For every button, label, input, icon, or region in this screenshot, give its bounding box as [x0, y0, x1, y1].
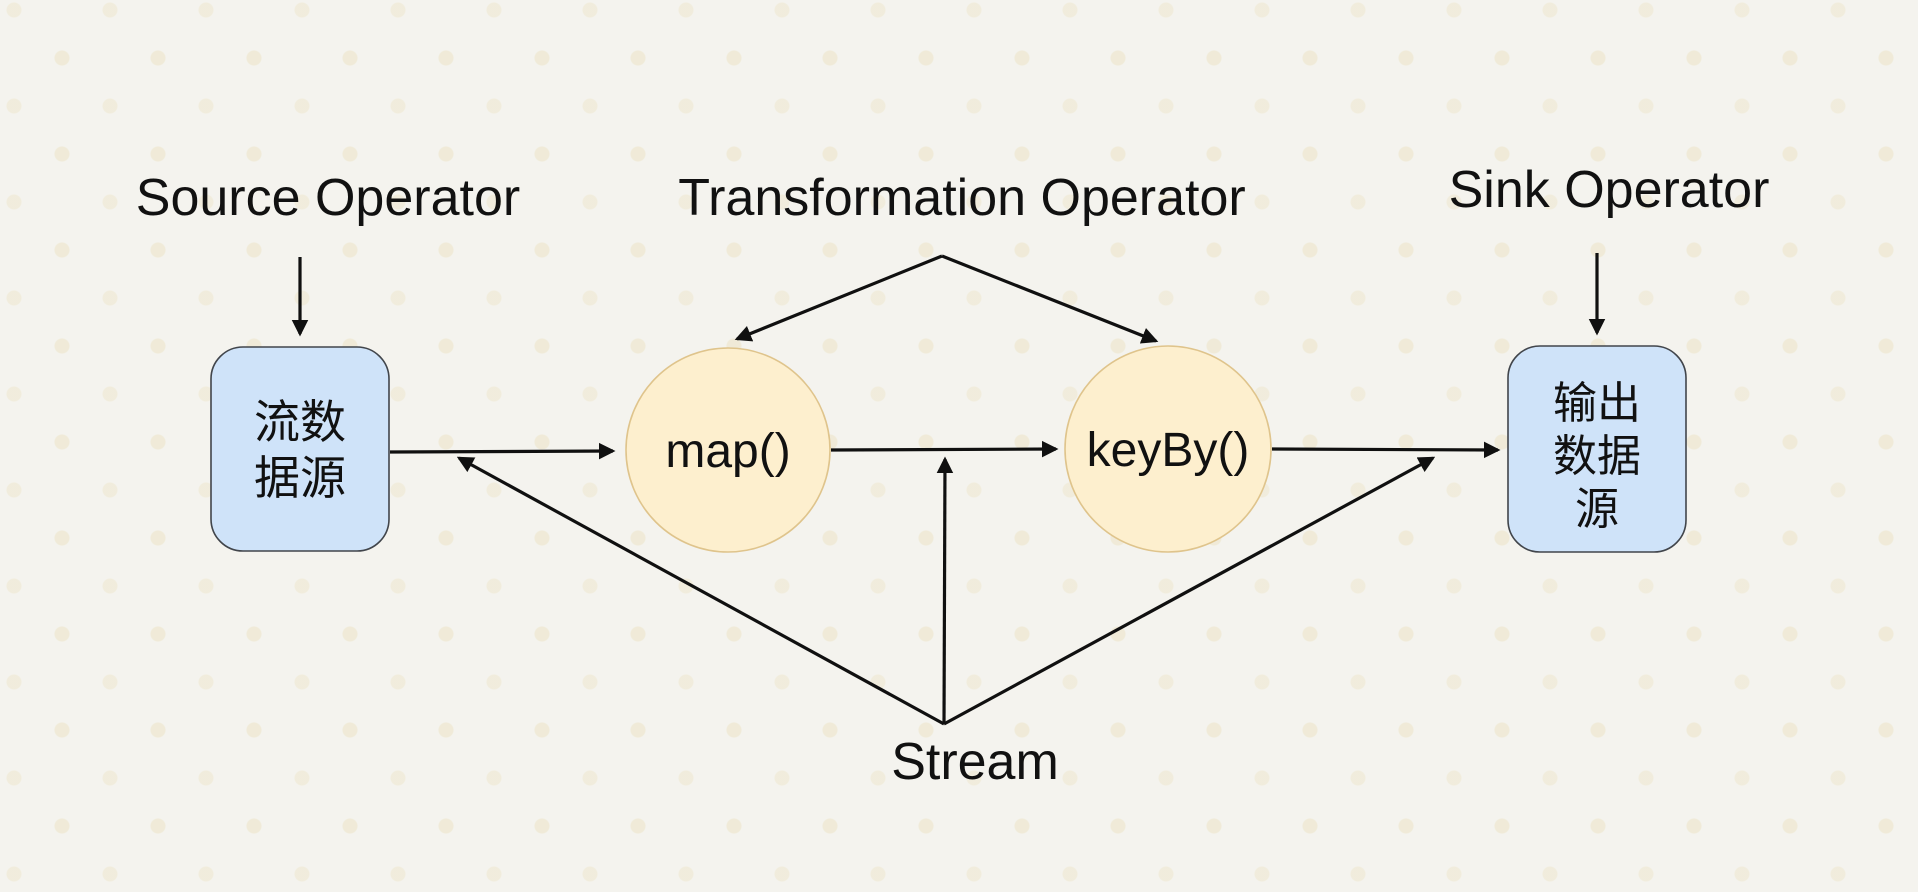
sink-node-text-line3: 源 — [1575, 485, 1619, 534]
sink-node — [1507, 345, 1687, 553]
sink-operator-label: Sink Operator — [1449, 161, 1770, 219]
map-node-text: map() — [665, 425, 790, 478]
stream-label: Stream — [891, 733, 1059, 791]
map-node — [625, 347, 831, 553]
source-node-text-line1: 流数 — [254, 396, 346, 448]
transform-arrow-left — [734, 254, 943, 342]
sink-node-text-line1: 输出 — [1553, 379, 1641, 428]
keyby-node — [1064, 345, 1272, 553]
transform-arrow-right — [941, 254, 1159, 344]
edge-keyby-sink — [1271, 441, 1501, 459]
edge-source-map — [389, 442, 616, 460]
transformation-operator-label: Transformation Operator — [678, 169, 1245, 227]
sink-node-text-line2: 数据 — [1553, 432, 1641, 481]
source-node-text-line2: 据源 — [254, 452, 346, 504]
keyby-node-text: keyBy() — [1087, 424, 1250, 477]
edge-map-keyby — [830, 440, 1059, 458]
source-node — [210, 346, 390, 552]
stream-edge-right — [943, 456, 1436, 726]
stream-edge-left — [456, 456, 945, 726]
source-operator-label: Source Operator — [136, 169, 520, 227]
stream-edge-middle — [936, 456, 954, 725]
